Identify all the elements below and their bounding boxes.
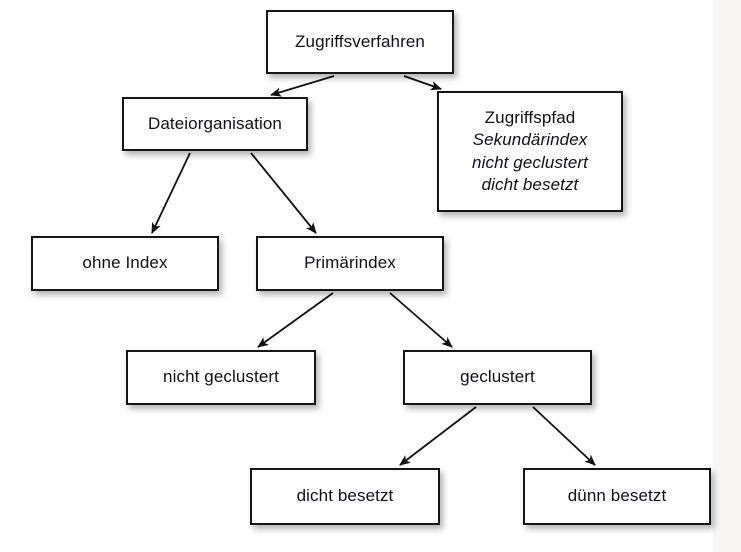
node-label-line: dicht besetzt bbox=[296, 486, 394, 506]
node-label-line: Sekundärindex bbox=[472, 130, 588, 150]
node-ohne-index[interactable]: ohne Index bbox=[31, 236, 219, 291]
edge-primaerindex-to-geclustert bbox=[389, 292, 453, 348]
edge-primaerindex-to-nicht-geclustert bbox=[257, 292, 334, 348]
edge-geclustert-to-duenn-besetzt bbox=[532, 406, 596, 466]
node-primaerindex[interactable]: Primärindex bbox=[256, 236, 444, 291]
edge-zugriffsverfahren-to-dateiorganisation bbox=[269, 75, 335, 97]
edge-zugriffsverfahren-to-zugriffspfad bbox=[403, 75, 443, 91]
node-label-stack: nicht geclustert bbox=[128, 366, 314, 388]
node-nicht-geclustert[interactable]: nicht geclustert bbox=[126, 350, 316, 405]
node-label-line: nicht geclustert bbox=[163, 367, 279, 387]
node-dicht-besetzt[interactable]: dicht besetzt bbox=[250, 468, 440, 525]
node-label-stack: Dateiorganisation bbox=[124, 113, 306, 135]
right-panel-strip bbox=[713, 0, 741, 552]
node-label-stack: Primärindex bbox=[258, 252, 442, 274]
node-zugriffsverfahren[interactable]: Zugriffsverfahren bbox=[266, 10, 454, 74]
node-label-stack: geclustert bbox=[405, 366, 590, 388]
node-label-stack: Zugriffsverfahren bbox=[268, 31, 452, 53]
node-label-line: Zugriffspfad bbox=[484, 107, 576, 127]
node-label-line: nicht geclustert bbox=[472, 152, 588, 172]
node-label-line: dicht besetzt bbox=[481, 174, 579, 194]
node-label-line: Dateiorganisation bbox=[147, 113, 282, 133]
node-label-stack: dünn besetzt bbox=[525, 485, 709, 507]
edge-group bbox=[151, 75, 596, 466]
node-dateiorganisation[interactable]: Dateiorganisation bbox=[122, 97, 308, 151]
node-label-stack: ohne Index bbox=[33, 252, 217, 274]
node-duenn-besetzt[interactable]: dünn besetzt bbox=[523, 468, 711, 525]
node-label-line: geclustert bbox=[460, 367, 535, 387]
node-label-line: dünn besetzt bbox=[567, 486, 667, 506]
edge-dateiorganisation-to-ohne-index bbox=[151, 152, 191, 234]
edge-dateiorganisation-to-primaerindex bbox=[250, 152, 317, 234]
node-label-line: ohne Index bbox=[82, 253, 168, 273]
node-geclustert[interactable]: geclustert bbox=[403, 350, 592, 405]
node-label-line: Primärindex bbox=[304, 253, 396, 273]
node-label-stack: dicht besetzt bbox=[252, 485, 438, 507]
node-label-line: Zugriffsverfahren bbox=[295, 31, 425, 51]
edge-geclustert-to-dicht-besetzt bbox=[399, 406, 477, 466]
